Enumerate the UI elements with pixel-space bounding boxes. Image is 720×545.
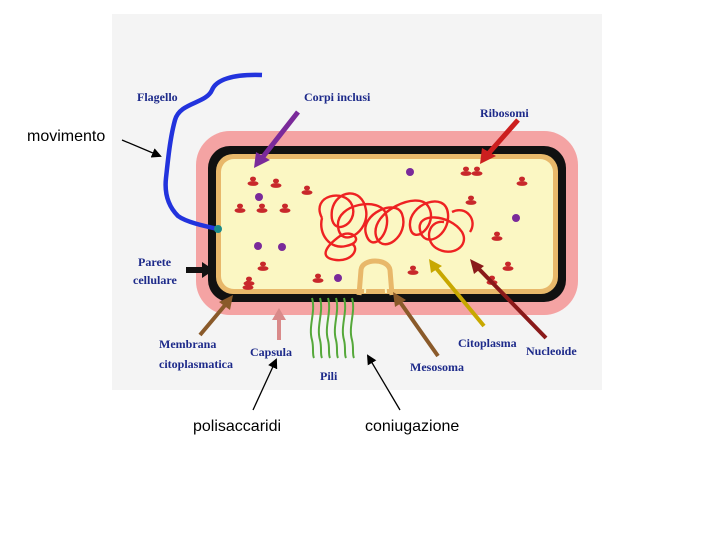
label-membrana-line1: Membrana [159,337,216,351]
label-corpi-inclusi: Corpi inclusi [304,90,371,104]
inclusion-body [254,242,262,250]
ribosome [301,185,313,195]
ribosome [502,261,514,271]
ribosome [279,203,291,213]
flagellum-base [214,225,222,233]
label-membrana-line2: citoplasmatica [159,357,233,371]
ribosome [407,265,419,275]
inclusion-body [334,274,342,282]
label-citoplasma: Citoplasma [458,336,517,350]
nucleoid [318,192,474,262]
inclusion-body [255,193,263,201]
annotation-movimento: movimento [27,128,106,145]
ribosome [257,261,269,271]
ribosome [460,166,472,176]
inclusion-body [278,243,286,251]
annotation-coniugazione: coniugazione [365,418,460,435]
label-nucleoide: Nucleoide [526,344,577,358]
label-ribosomi: Ribosomi [480,106,529,120]
ribosome [471,166,483,176]
ribosome [465,195,477,205]
pili [309,297,355,359]
ribosome [491,231,503,241]
ribosome [242,280,254,290]
mesosome-inner [364,266,387,294]
ribosome [234,203,246,213]
label-flagello: Flagello [137,90,178,104]
ribosome [256,203,268,213]
inclusion-body [406,168,414,176]
label-mesosoma: Mesosoma [410,360,464,374]
label-parete-line1: Parete [138,255,172,269]
ribosome [247,176,259,186]
label-pili: Pili [320,369,338,383]
label-capsula: Capsula [250,345,292,359]
ribosome [270,178,282,188]
annotation-arrows [121,139,401,411]
mesosome [356,258,395,296]
label-parete-line2: cellulare [133,273,177,287]
ribosome [312,273,324,283]
flagellum [163,72,263,232]
ribosome [516,176,528,186]
annotation-polisaccaridi: polisaccaridi [193,418,282,435]
pointer-arrows [186,110,548,358]
inclusion-bodies [254,168,520,282]
inclusion-body [512,214,520,222]
